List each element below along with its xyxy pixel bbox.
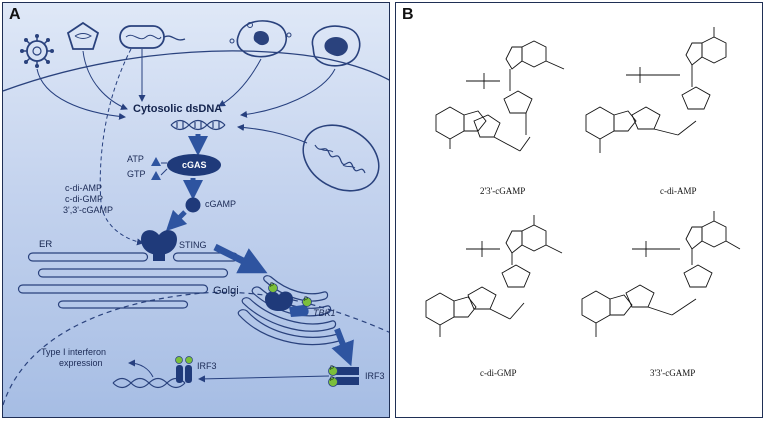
structure-c-di-gmp [425,215,563,337]
gtp-label: GTP [127,169,146,179]
molecule-name-c-di-amp: c-di-AMP [660,186,697,196]
panel-b-letter: B [402,6,414,23]
molecule-name-3-3-cgamp: 3'3'-cGAMP [650,368,696,378]
cdn-3-3-cgamp-label: 3',3'-cGAMP [63,205,113,215]
sting-tbk1-complex [265,291,309,317]
er-label: ER [39,239,53,250]
endoplasmic-reticulum [17,252,239,309]
phospho-marker: P [330,377,335,383]
panel-a-letter: A [9,6,21,23]
phospho-marker: P [270,283,275,289]
cgamp-label: cGAMP [205,199,237,209]
tbk1-label: TBK1 [313,308,336,318]
nuclear-dna-helix-icon [112,377,186,389]
cgamp-molecule [185,197,201,213]
structure-3-3-cgamp [581,211,741,337]
irf3-cytosol-label: IRF3 [365,371,385,381]
pathway-diagram [3,20,389,406]
bacterium-icon [119,25,186,49]
nucleus-envelope [3,291,389,406]
cytosolic-dsdna-label: Cytosolic dsDNA [133,103,223,115]
cell-membrane [3,50,389,92]
sting-label: STING [179,240,207,250]
structure-2-3-cgamp [435,40,565,152]
atp-triangle [151,157,161,166]
tumor-cell-icon [311,25,361,67]
atp-label: ATP [127,154,144,164]
structure-c-di-amp [585,27,727,153]
cdn-structures [425,27,741,337]
sting-dimer [141,230,177,261]
cdn-c-di-gmp-label: c-di-GMP [65,194,103,204]
ifn-label-line2: expression [59,358,103,368]
cdn-c-di-amp-label: c-di-AMP [65,183,103,193]
irf3-dimer-cytosol [334,367,359,385]
mitochondrion-icon [302,124,380,192]
panel-a-pathway: A Cytosolic dsDNA ATP GTP cGAS cGAMP c-d… [2,2,390,418]
irf3-dimer-nucleus [176,365,192,383]
irf3-nucleus-label: IRF3 [197,361,217,371]
molecule-name-2-3-cgamp: 2'3'-cGAMP [480,186,526,196]
phospho-marker: P [330,366,335,372]
golgi-label: Golgi [213,285,239,297]
virus-icon [20,34,54,68]
phospho-marker: P [304,297,309,303]
ifn-label-line1: Type I interferon [41,347,107,357]
cgas-label: cGAS [182,160,207,170]
gtp-triangle [151,171,161,180]
dying-cell-icon [229,20,292,58]
panel-b-structures: B 2'3'-cGAMP c-di-AMP c-di-GMP 3'3'-cGAM… [395,2,763,418]
phage-icon [66,21,100,50]
cgas-enzyme [167,154,221,176]
dsdna-helix-icon [170,119,226,131]
molecule-name-c-di-gmp: c-di-GMP [480,368,517,378]
